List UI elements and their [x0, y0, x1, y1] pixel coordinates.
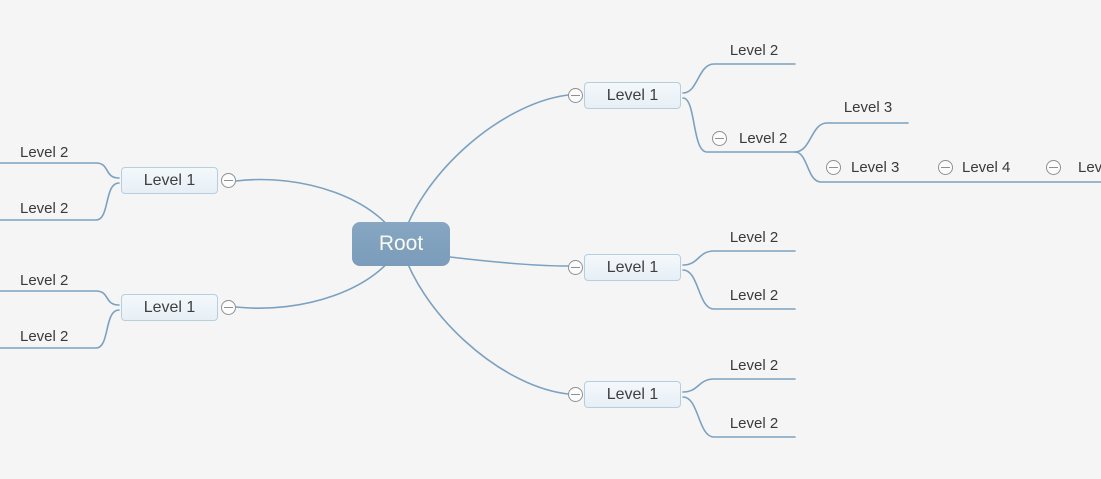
collapse-icon-right-middle[interactable] — [568, 260, 583, 275]
node-level2-lb-2[interactable]: Level 2 — [20, 328, 69, 345]
node-level4[interactable]: Level 4 — [962, 159, 1011, 176]
collapse-icon-level2[interactable] — [712, 131, 727, 146]
node-level2-lb-1[interactable]: Level 2 — [20, 272, 69, 289]
edge-rb-child1 — [682, 378, 796, 393]
node-level2-rm-1[interactable]: Level 2 — [729, 229, 779, 246]
node-level2-rm-2[interactable]: Level 2 — [729, 287, 779, 304]
node-level1-left-top[interactable]: Level 1 — [121, 167, 218, 194]
collapse-icon-left-top[interactable] — [221, 173, 236, 188]
node-level1-right-middle[interactable]: Level 1 — [584, 254, 681, 281]
edge-lt-child1 — [0, 162, 120, 179]
node-level5[interactable]: Level 5 — [1078, 159, 1101, 176]
node-level2-rt-2[interactable]: Level 2 — [739, 130, 788, 147]
collapse-icon-level5[interactable] — [1046, 160, 1061, 175]
collapse-icon-level4[interactable] — [938, 160, 953, 175]
node-level2-lt-2[interactable]: Level 2 — [20, 200, 69, 217]
node-level2-rb-2[interactable]: Level 2 — [729, 415, 779, 432]
edge-lb-child1 — [0, 290, 120, 306]
node-level2-lt-1[interactable]: Level 2 — [20, 144, 69, 161]
edge-root-right-bottom — [400, 243, 569, 395]
node-level2-rb-1[interactable]: Level 2 — [729, 357, 779, 374]
node-level2-rt-1[interactable]: Level 2 — [729, 42, 779, 59]
edge-rm-child1 — [682, 250, 796, 266]
edge-root-right-middle — [449, 256, 569, 267]
edge-rt-child1 — [682, 63, 796, 94]
node-level1-left-bottom[interactable]: Level 1 — [121, 294, 218, 321]
node-level1-right-bottom[interactable]: Level 1 — [584, 381, 681, 408]
collapse-icon-right-top[interactable] — [568, 88, 583, 103]
node-root[interactable]: Root — [352, 222, 450, 266]
edge-l2-child1 — [794, 122, 909, 153]
collapse-icon-level3[interactable] — [826, 160, 841, 175]
node-level1-right-top[interactable]: Level 1 — [584, 82, 681, 109]
node-level3-2[interactable]: Level 3 — [851, 159, 900, 176]
node-level3-1[interactable]: Level 3 — [843, 99, 893, 116]
collapse-icon-left-bottom[interactable] — [221, 300, 236, 315]
collapse-icon-right-bottom[interactable] — [568, 387, 583, 402]
